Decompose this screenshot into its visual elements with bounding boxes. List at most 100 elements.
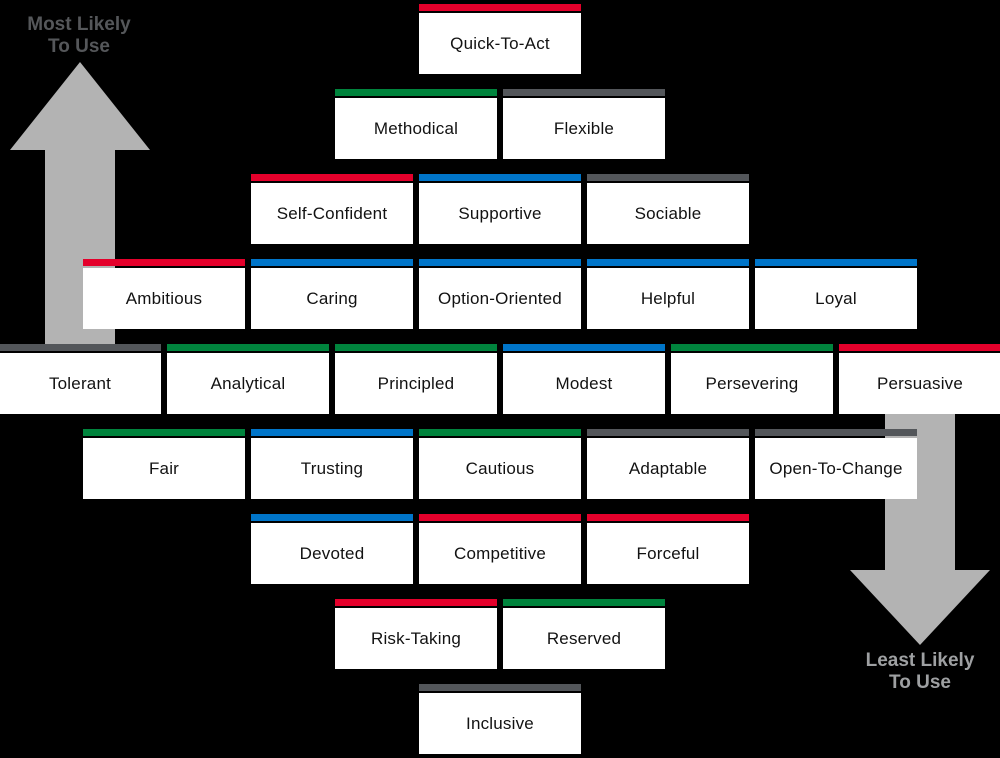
trait-color-bar [587, 514, 749, 521]
trait-card-body: Supportive [419, 183, 581, 244]
trait-card-body: Devoted [251, 523, 413, 584]
trait-card-sociable: Sociable [587, 174, 749, 244]
trait-card-tolerant: Tolerant [0, 344, 161, 414]
trait-color-bar [83, 259, 245, 266]
trait-card-body: Trusting [251, 438, 413, 499]
trait-label: Ambitious [125, 288, 203, 308]
least-likely-label-line2: To Use [889, 672, 951, 693]
trait-color-bar [419, 259, 581, 266]
trait-color-bar [671, 344, 833, 351]
trait-card-body: Flexible [503, 98, 665, 159]
trait-card-persevering: Persevering [671, 344, 833, 414]
trait-label: Self-Confident [276, 203, 388, 223]
trait-card-quick-to-act: Quick-To-Act [419, 4, 581, 74]
trait-card-adaptable: Adaptable [587, 429, 749, 499]
trait-color-bar [251, 514, 413, 521]
trait-card-body: Risk-Taking [335, 608, 497, 669]
trait-card-body: Option-Oriented [419, 268, 581, 329]
trait-card-persuasive: Persuasive [839, 344, 1000, 414]
trait-color-bar [503, 344, 665, 351]
trait-card-body: Quick-To-Act [419, 13, 581, 74]
trait-card-body: Cautious [419, 438, 581, 499]
trait-color-bar [503, 599, 665, 606]
least-likely-label: Least Likely To Use [845, 650, 995, 694]
trait-label: Persevering [705, 373, 799, 393]
trait-card-flexible: Flexible [503, 89, 665, 159]
trait-label: Flexible [553, 118, 615, 138]
trait-color-bar [335, 344, 497, 351]
trait-card-body: Principled [335, 353, 497, 414]
trait-card-inclusive: Inclusive [419, 684, 581, 754]
trait-card-competitive: Competitive [419, 514, 581, 584]
trait-card-ambitious: Ambitious [83, 259, 245, 329]
trait-label: Inclusive [466, 713, 534, 733]
trait-label: Option-Oriented [438, 288, 562, 308]
trait-color-bar [839, 344, 1000, 351]
trait-label: Cautious [465, 458, 535, 478]
trait-card-body: Helpful [587, 268, 749, 329]
trait-card-forceful: Forceful [587, 514, 749, 584]
trait-color-bar [167, 344, 329, 351]
trait-color-bar [503, 89, 665, 96]
least-likely-label-line1: Least Likely [865, 650, 975, 671]
trait-label: Helpful [640, 288, 696, 308]
trait-card-supportive: Supportive [419, 174, 581, 244]
trait-card-body: Tolerant [0, 353, 161, 414]
trait-card-body: Competitive [419, 523, 581, 584]
trait-label: Modest [555, 373, 613, 393]
trait-label: Fair [148, 458, 180, 478]
trait-card-body: Caring [251, 268, 413, 329]
trait-color-bar [251, 429, 413, 436]
trait-color-bar [419, 429, 581, 436]
trait-card-body: Inclusive [419, 693, 581, 754]
trait-color-bar [587, 174, 749, 181]
trait-label: Persuasive [876, 373, 964, 393]
trait-color-bar [0, 344, 161, 351]
trait-card-trusting: Trusting [251, 429, 413, 499]
trait-color-bar [755, 429, 917, 436]
trait-color-bar [83, 429, 245, 436]
most-likely-label-line1: Most Likely [27, 14, 131, 35]
trait-card-body: Reserved [503, 608, 665, 669]
trait-card-body: Loyal [755, 268, 917, 329]
trait-label: Principled [377, 373, 455, 393]
trait-card-body: Methodical [335, 98, 497, 159]
trait-card-devoted: Devoted [251, 514, 413, 584]
trait-label: Trusting [300, 458, 364, 478]
trait-card-methodical: Methodical [335, 89, 497, 159]
trait-card-body: Forceful [587, 523, 749, 584]
trait-label: Analytical [210, 373, 286, 393]
trait-card-fair: Fair [83, 429, 245, 499]
trait-color-bar [587, 259, 749, 266]
trait-card-body: Persuasive [839, 353, 1000, 414]
trait-card-body: Fair [83, 438, 245, 499]
trait-color-bar [251, 259, 413, 266]
trait-card-principled: Principled [335, 344, 497, 414]
trait-color-bar [251, 174, 413, 181]
trait-card-analytical: Analytical [167, 344, 329, 414]
trait-label: Forceful [636, 543, 700, 563]
trait-card-body: Adaptable [587, 438, 749, 499]
trait-card-loyal: Loyal [755, 259, 917, 329]
trait-label: Caring [306, 288, 358, 308]
trait-label: Tolerant [48, 373, 112, 393]
trait-card-reserved: Reserved [503, 599, 665, 669]
trait-card-cautious: Cautious [419, 429, 581, 499]
trait-card-open-to-change: Open-To-Change [755, 429, 917, 499]
trait-label: Risk-Taking [370, 628, 462, 648]
trait-card-body: Ambitious [83, 268, 245, 329]
trait-color-bar [335, 599, 497, 606]
trait-card-body: Sociable [587, 183, 749, 244]
trait-card-caring: Caring [251, 259, 413, 329]
trait-card-body: Self-Confident [251, 183, 413, 244]
trait-color-bar [419, 174, 581, 181]
trait-card-helpful: Helpful [587, 259, 749, 329]
trait-color-bar [755, 259, 917, 266]
trait-label: Competitive [454, 543, 546, 563]
trait-color-bar [335, 89, 497, 96]
trait-label: Loyal [815, 288, 857, 308]
trait-card-modest: Modest [503, 344, 665, 414]
trait-label: Sociable [634, 203, 702, 223]
trait-card-self-confident: Self-Confident [251, 174, 413, 244]
